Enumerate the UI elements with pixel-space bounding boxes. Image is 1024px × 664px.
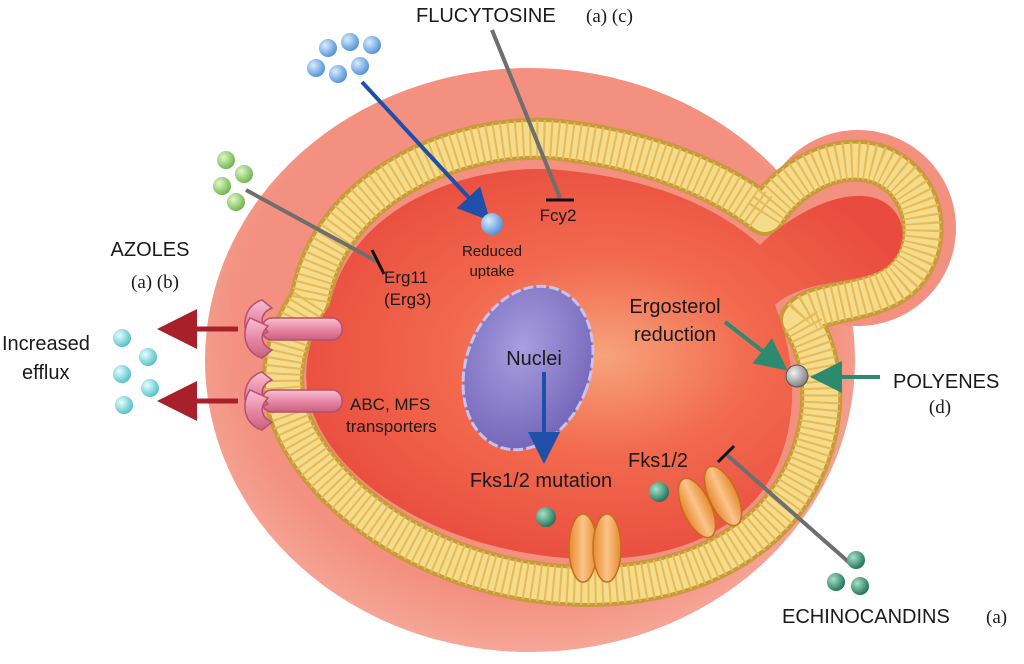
fks-mutation-label: Fks1/2 mutation <box>470 470 612 492</box>
fks-block-bar <box>716 444 736 464</box>
azoles-label: AZOLES <box>111 239 190 261</box>
efflux-pump-upper <box>244 299 343 359</box>
fks-protein-right <box>677 465 743 539</box>
ergosterol-arrow <box>723 320 788 371</box>
flucytosine-refs: (a) (c) <box>586 6 633 27</box>
fcy2-label: Fcy2 <box>540 206 577 225</box>
nuclei-label: Nuclei <box>506 348 562 370</box>
transporters-label-1: ABC, MFS <box>350 395 430 414</box>
efflux-molecules <box>113 329 159 414</box>
ergosterol-label-2: reduction <box>634 324 716 346</box>
flucytosine-inhibition-line <box>490 29 562 199</box>
erg11-label: Erg11 <box>384 268 428 287</box>
increased-efflux-label-2: efflux <box>22 362 69 384</box>
reduced-uptake-molecule <box>481 213 503 235</box>
echinocandin-molecules <box>827 551 869 595</box>
echinocandins-label: ECHINOCANDINS <box>782 606 950 628</box>
echinocandin-bound-2 <box>649 482 669 502</box>
fks-label: Fks1/2 <box>628 450 688 472</box>
fks-protein-lower <box>568 513 622 583</box>
transporters-label-2: transporters <box>346 417 437 436</box>
reduced-uptake-label-1: Reduced <box>462 243 522 260</box>
ergosterol-label-1: Ergosterol <box>629 296 720 318</box>
polyenes-label: POLYENES <box>893 371 999 393</box>
echinocandin-inhibition-line <box>725 453 854 567</box>
uptake-arrow <box>360 80 491 221</box>
cytoplasm <box>306 169 903 560</box>
nucleus <box>461 284 595 452</box>
flucytosine-molecules <box>307 33 381 83</box>
erg3-label: (Erg3) <box>384 290 431 309</box>
reduced-uptake-label-2: uptake <box>469 263 514 280</box>
flucytosine-label: FLUCYTOSINE <box>416 5 556 27</box>
plasma-membrane <box>262 117 944 607</box>
azoles-refs: (a) (b) <box>131 272 179 293</box>
increased-efflux-label-1: Increased <box>2 333 90 355</box>
erg11-block-bar <box>370 249 386 275</box>
polyenes-ref: (d) <box>929 397 951 418</box>
efflux-pump-lower <box>244 371 343 431</box>
azole-inhibition-line <box>245 188 379 264</box>
ergosterol-molecule <box>785 364 809 388</box>
echinocandins-ref: (a) <box>986 607 1007 628</box>
echinocandin-bound-1 <box>536 507 556 527</box>
azole-molecules <box>213 151 253 211</box>
